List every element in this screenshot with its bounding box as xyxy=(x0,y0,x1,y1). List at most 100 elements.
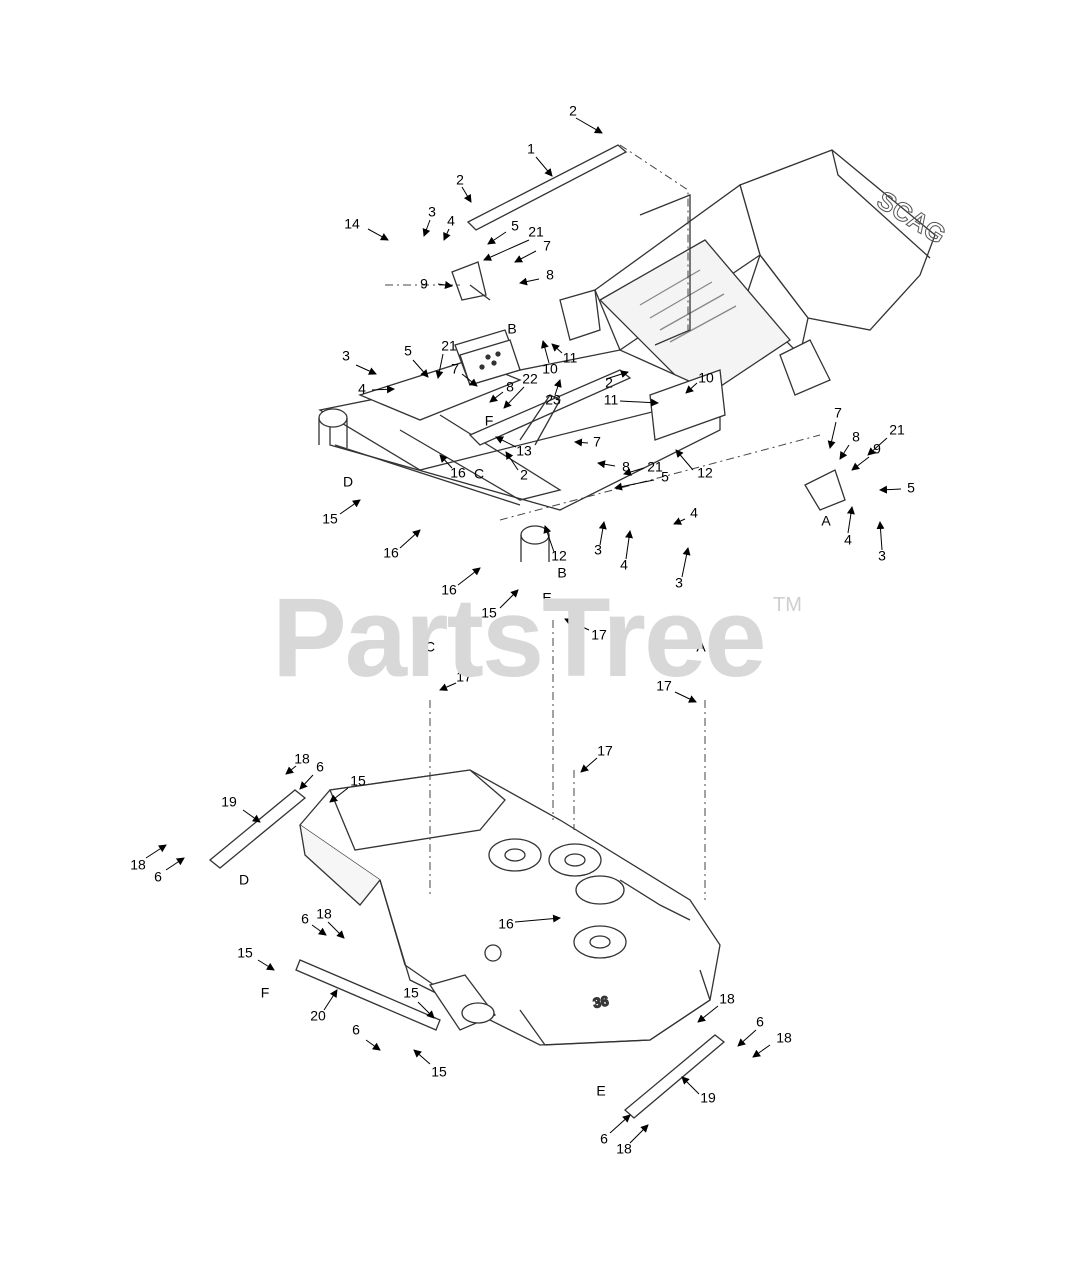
callout-label: 18 xyxy=(719,991,735,1007)
callout-label: 8 xyxy=(622,459,630,475)
callout: 11 xyxy=(604,392,659,408)
callout-arrow xyxy=(257,959,275,971)
callout-arrow xyxy=(605,370,629,380)
callout-arrow xyxy=(299,774,314,790)
callout-label: 3 xyxy=(428,204,436,220)
callout-arrow xyxy=(443,228,451,241)
callout-label: 7 xyxy=(451,361,459,377)
callout-arrow xyxy=(609,1114,631,1134)
callout-arrow xyxy=(355,364,377,375)
trademark-symbol: TM xyxy=(773,594,802,616)
callout-arrow xyxy=(505,451,519,471)
callout: 6 xyxy=(737,1014,764,1047)
callout-label: 11 xyxy=(563,350,578,366)
callout-arrow xyxy=(413,1049,431,1065)
callout: A xyxy=(696,639,706,655)
callout: 20 xyxy=(310,989,338,1024)
callout-label: 15 xyxy=(237,945,253,961)
callout-label: 20 xyxy=(310,1008,326,1024)
callout-label: 2 xyxy=(569,103,577,119)
callout: B xyxy=(507,321,516,337)
callout-arrow xyxy=(435,353,444,379)
callout: 21 xyxy=(867,422,905,456)
callout: 3 xyxy=(422,204,436,237)
callout-arrow xyxy=(412,359,429,378)
callout-label: 4 xyxy=(620,557,628,573)
callout-arrow xyxy=(597,460,616,469)
callout-label: F xyxy=(261,985,270,1001)
callout: 2 xyxy=(456,172,472,203)
callout-label: 18 xyxy=(776,1030,792,1046)
callout: 21 xyxy=(483,224,544,261)
callout: 15 xyxy=(237,945,275,971)
callout-arrow xyxy=(564,618,590,631)
callout-label: 17 xyxy=(656,678,672,694)
callout-label: 2 xyxy=(456,172,464,188)
callout-arrow xyxy=(625,530,633,560)
callout: 1 xyxy=(527,141,553,177)
callout-arrow xyxy=(839,444,850,460)
callout-arrow xyxy=(879,485,902,494)
callout-arrow xyxy=(575,117,603,134)
callout-arrow xyxy=(487,231,507,245)
callout-arrow xyxy=(675,449,694,471)
callout-label: 15 xyxy=(431,1064,447,1080)
callout-arrow xyxy=(489,391,504,403)
callout-label: 17 xyxy=(591,627,607,643)
callout: 17 xyxy=(564,618,607,643)
callout: 8 xyxy=(839,429,860,460)
callout: 2 xyxy=(569,103,603,134)
callout: 3 xyxy=(876,521,886,564)
callout-label: 22 xyxy=(522,371,538,387)
callout: 2 xyxy=(505,451,528,483)
callout-label: 16 xyxy=(450,465,466,481)
callout-arrow xyxy=(417,1001,435,1019)
callout: 18 xyxy=(316,906,345,939)
callout-arrow xyxy=(311,924,327,936)
callout-label: 4 xyxy=(358,381,366,397)
callout-label: 18 xyxy=(294,751,310,767)
alignment-lines xyxy=(385,144,821,900)
callout-arrow xyxy=(495,436,517,448)
callout: 19 xyxy=(681,1076,716,1106)
callout-arrow xyxy=(499,589,519,609)
callout-arrow xyxy=(867,437,888,456)
callout: B xyxy=(557,565,566,581)
callout: 10 xyxy=(540,340,558,377)
callout: 15 xyxy=(403,985,435,1019)
callout: F xyxy=(261,985,270,1001)
callout: D xyxy=(343,474,353,490)
callout-label: 4 xyxy=(690,505,698,521)
callout-label: 7 xyxy=(834,405,842,421)
callout-label: 5 xyxy=(511,218,519,234)
callout: 18 xyxy=(752,1030,792,1058)
callout-label: 9 xyxy=(420,276,428,292)
callout: 10 xyxy=(685,370,714,394)
callout-label: 8 xyxy=(546,267,554,283)
callout-arrow xyxy=(623,467,645,476)
callout-label: 2 xyxy=(605,375,613,391)
callout: 8 xyxy=(597,459,630,475)
callout: 18 xyxy=(130,844,167,873)
callout: 5 xyxy=(879,480,915,496)
callout-label: 3 xyxy=(342,348,350,364)
callout: 4 xyxy=(443,213,455,241)
callout: 7 xyxy=(514,238,551,263)
callout-arrow xyxy=(367,228,389,241)
callout-arrow xyxy=(461,373,478,387)
callout-label: 6 xyxy=(756,1014,764,1030)
callout-arrow xyxy=(165,857,185,871)
partstree-watermark: PartsTree xyxy=(272,575,767,700)
callout: 8 xyxy=(519,267,554,286)
callout: 16 xyxy=(439,454,466,481)
callout-arrow xyxy=(483,239,530,261)
callout: 8 xyxy=(489,379,514,403)
callout-arrow xyxy=(619,398,659,407)
callout-label: E xyxy=(596,1083,605,1099)
callout-arrow xyxy=(681,1076,700,1095)
callout-label: 21 xyxy=(441,338,457,354)
callout-label: 6 xyxy=(352,1022,360,1038)
callout-label: 3 xyxy=(878,548,886,564)
callout-label: 18 xyxy=(130,857,146,873)
